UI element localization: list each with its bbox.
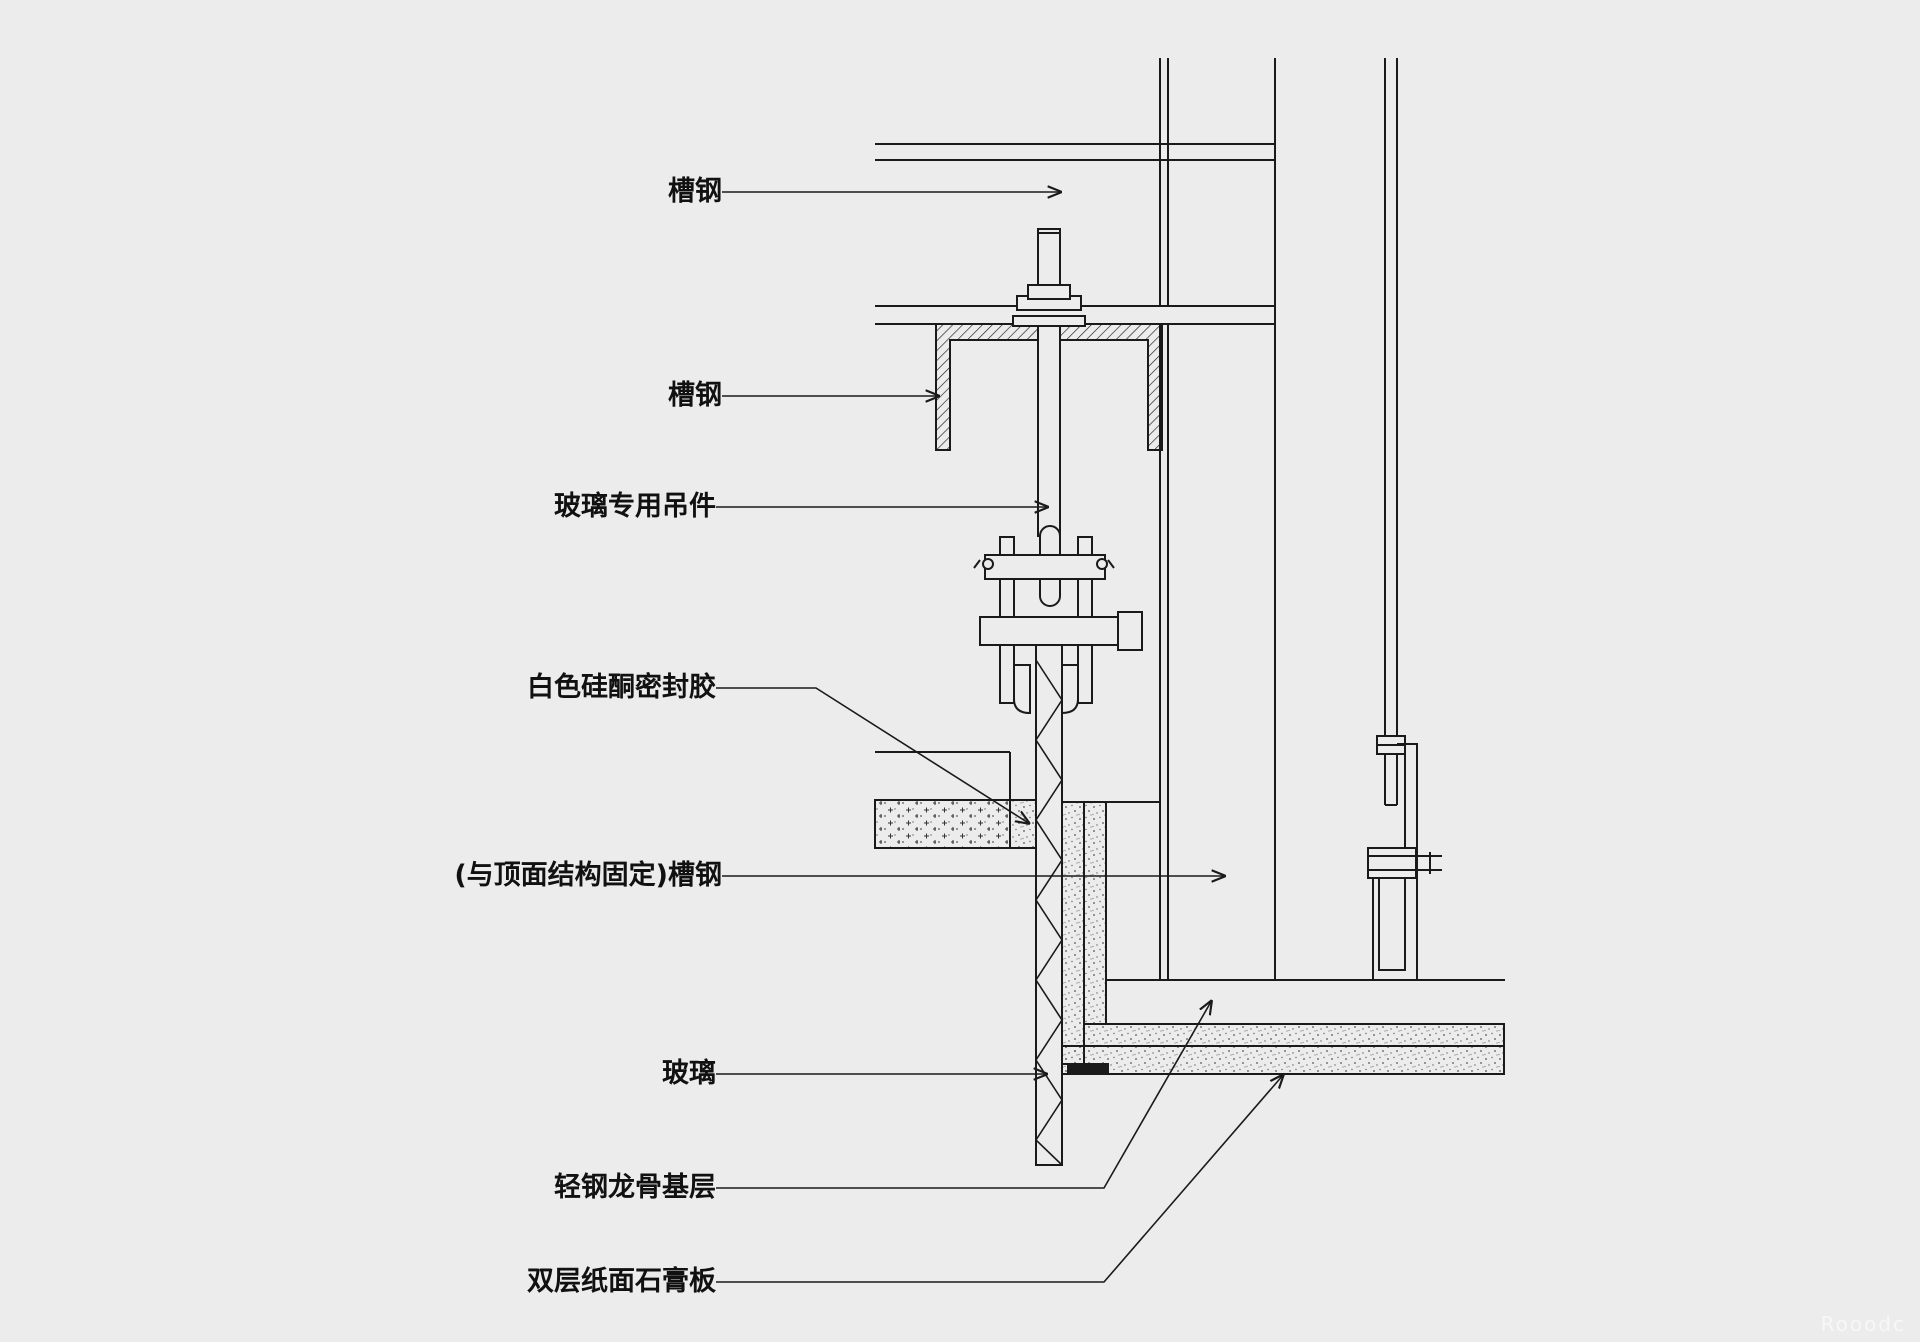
label-glass-hanger: 玻璃专用吊件 [554,491,716,522]
label-channel-steel-fixed: (与顶面结构固定)槽钢 [454,860,722,891]
label-double-gypsum-board: 双层纸面石膏板 [527,1266,716,1297]
label-channel-steel-top: 槽钢 [668,176,722,207]
label-light-steel-keel: 轻钢龙骨基层 [554,1172,716,1203]
label-channel-steel-mid: 槽钢 [668,380,722,411]
watermark: Rooodc [1820,1312,1906,1336]
label-glass: 玻璃 [662,1058,716,1089]
label-silicone-sealant: 白色硅酮密封胶 [527,672,716,703]
